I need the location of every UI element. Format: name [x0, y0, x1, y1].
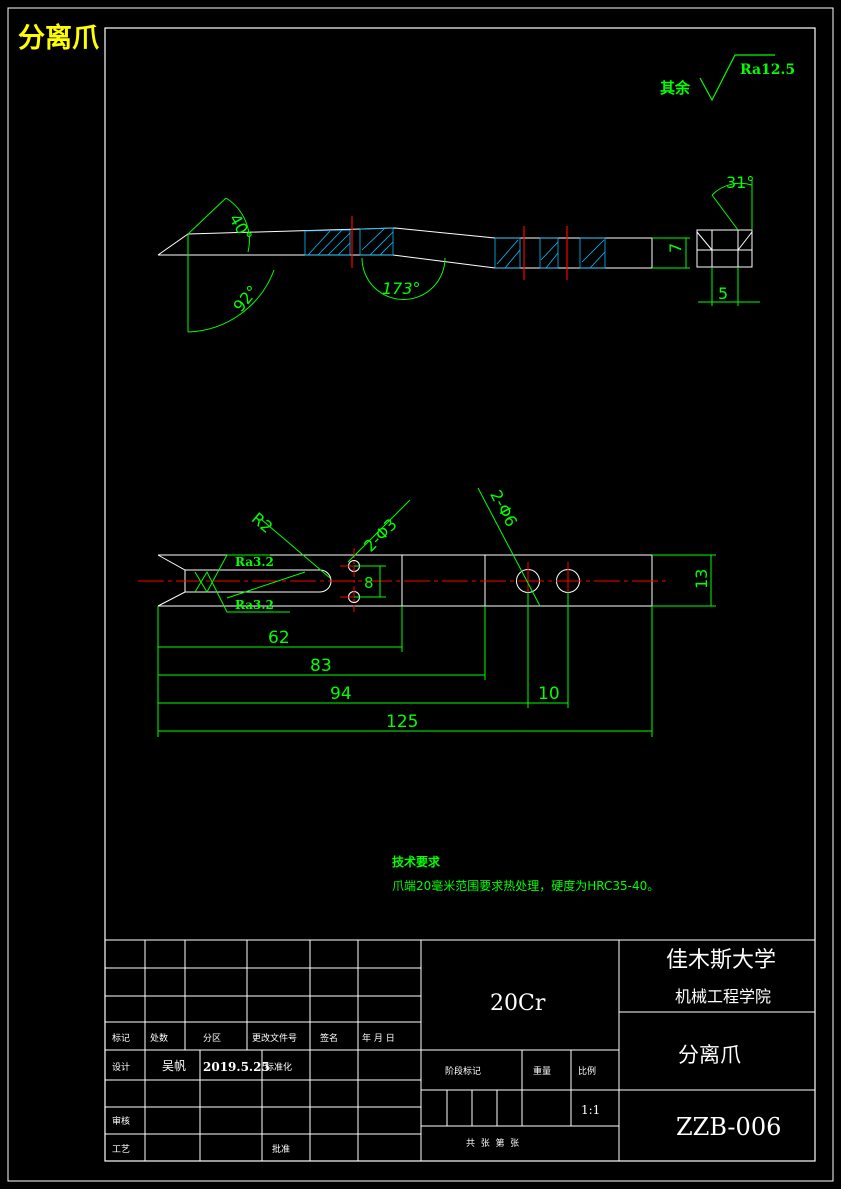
radius-r2: R2 — [248, 509, 277, 537]
check-label: 审核 — [112, 1115, 130, 1127]
angle-end: 31° — [726, 173, 754, 192]
rev-label-count: 处数 — [150, 1032, 168, 1044]
sheets-label: 共 张 第 张 — [466, 1137, 519, 1149]
rev-label-date: 年 月 日 — [362, 1032, 395, 1044]
angle-back: 92° — [229, 282, 262, 316]
standard-label: 标准化 — [265, 1061, 292, 1073]
outer-frame — [7, 7, 834, 1182]
plan-leaders — [261, 487, 541, 607]
school-name: 佳木斯大学 — [666, 948, 776, 973]
dim-thickness-lines — [652, 237, 690, 269]
rev-label-doc: 更改文件号 — [252, 1032, 297, 1044]
design-date: 2019.5.25 — [203, 1060, 270, 1074]
roughness-other-value: Ra12.5 — [740, 62, 795, 78]
designer-label: 设计 — [112, 1061, 130, 1073]
holes-large-note: 2-Φ6 — [486, 487, 521, 530]
side-view: 40° 92° 173° 7 31° 5 — [157, 173, 760, 333]
roughness-symbol-icon — [699, 54, 775, 102]
section-hatch — [304, 227, 606, 269]
holes-small-note: 2-Φ3 — [360, 515, 401, 556]
title-block-text: 标记 处数 分区 更改文件号 签名 年 月 日 设计 吴帆 2019.5.25 … — [112, 948, 781, 1155]
scale-label: 比例 — [578, 1065, 596, 1077]
approve-label: 批准 — [272, 1143, 290, 1155]
sheet-title: 分离爪 — [18, 22, 100, 54]
dim-83: 83 — [310, 656, 332, 676]
roughness-other-label: 其余 — [660, 79, 691, 97]
tech-heading: 技术要求 — [392, 854, 441, 869]
side-outline-bottom — [158, 254, 652, 269]
stage-label: 阶段标记 — [445, 1065, 481, 1077]
length-dim-lines — [157, 592, 653, 737]
rev-label-sign: 签名 — [320, 1032, 338, 1044]
dim-width: 13 — [692, 569, 711, 589]
roughness-face-upper: Ra3.2 — [235, 555, 274, 569]
rev-label-zone: 分区 — [203, 1033, 221, 1044]
college-name: 机械工程学院 — [675, 987, 771, 1006]
dim-10: 10 — [538, 684, 560, 704]
slot-bottom-edge — [157, 591, 300, 607]
dim-hole-pitch-lines — [354, 565, 386, 598]
title-block-grid — [104, 939, 816, 1162]
end-view-dims — [698, 180, 760, 306]
dim-end-width: 5 — [718, 284, 728, 303]
end-view-inner — [696, 230, 753, 267]
dim-thickness: 7 — [666, 243, 685, 253]
side-cut-lines — [351, 216, 568, 280]
slot-top-edge — [157, 554, 300, 571]
angle-bend: 173° — [382, 279, 421, 298]
side-angle-dims — [187, 197, 446, 333]
slot-roughness-symbols — [194, 554, 306, 613]
side-outline-top — [157, 227, 652, 256]
weight-label: 重量 — [533, 1065, 551, 1077]
dim-62: 62 — [268, 628, 290, 648]
process-label: 工艺 — [112, 1144, 130, 1155]
plan-view: Ra3.2 Ra3.2 R2 2-Φ3 2-Φ6 8 13 — [138, 487, 716, 737]
drawing-number: ZZB-006 — [676, 1113, 781, 1141]
roughness-other: 其余 Ra12.5 — [660, 54, 795, 102]
plan-centerlines — [138, 548, 670, 612]
designer-name: 吴帆 — [162, 1058, 186, 1073]
part-name: 分离爪 — [678, 1043, 741, 1067]
dim-width-lines — [652, 554, 716, 607]
roughness-face-lower: Ra3.2 — [235, 598, 274, 612]
dim-94: 94 — [330, 684, 352, 704]
scale-value: 1:1 — [581, 1103, 600, 1117]
dim-125: 125 — [386, 712, 418, 732]
material: 20Cr — [490, 991, 546, 1016]
end-view — [696, 229, 753, 268]
dim-hole-pitch: 8 — [364, 574, 374, 592]
angle-tip: 40° — [225, 211, 256, 245]
tech-note: 爪端20毫米范围要求热处理，硬度为HRC35-40。 — [392, 878, 659, 893]
rev-label-mark: 标记 — [112, 1032, 130, 1044]
